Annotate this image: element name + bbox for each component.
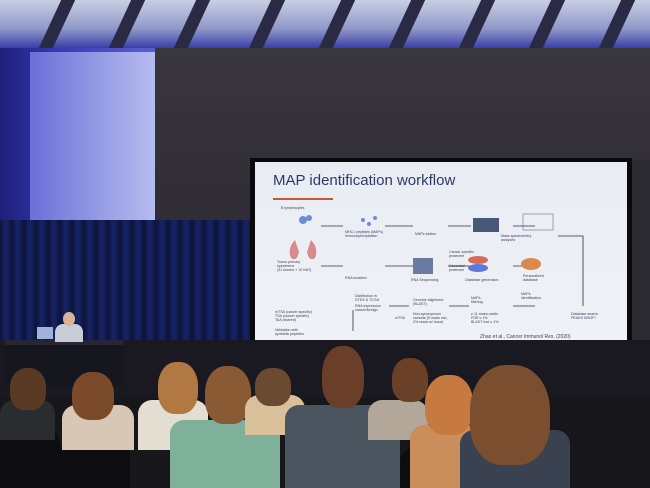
peptide-filter-label: ≥ 11 amino acids FDR ≤ 1% BLAST mut ≤ 1% — [471, 312, 499, 325]
rna-isolation-label: RNA isolation — [345, 276, 367, 280]
audience-member-head — [205, 366, 251, 424]
speaker-head — [63, 312, 75, 326]
tumor-specimens-label: Tumor primary specimens (31 tumors + 10 … — [277, 260, 312, 273]
distribution-label: Distribution in GTEX & TCGA — [355, 294, 380, 303]
mass-spec-label: Mass spectrometry analyses — [501, 234, 532, 243]
spectrum-chart — [522, 213, 554, 231]
speaker-body — [55, 324, 83, 342]
database-icon-1 — [468, 256, 488, 264]
b-lymphocytes-label: B lymphocytes — [281, 206, 305, 210]
mtsa-small-label: mTSA — [395, 316, 405, 320]
maps-identification-label: MAPs identification — [521, 292, 541, 301]
validation-label: Validation with synthetic peptides — [275, 328, 304, 337]
non-synonymous-label: Non-synonymous variants (5 reads min, 2%… — [413, 312, 448, 325]
audience-member-head — [392, 358, 428, 402]
maps-elution-label: MAPs elution — [415, 232, 437, 236]
audience-member-head — [255, 368, 291, 406]
database-search-label: Database search PEAKS MSGF+ — [571, 312, 599, 321]
wall-column — [30, 52, 158, 222]
personalized-db-label: Personalized database — [523, 274, 544, 283]
laptop — [37, 327, 53, 339]
ceiling — [0, 0, 650, 48]
podium-top — [5, 340, 123, 346]
slide-title: MAP identification workflow — [273, 172, 456, 189]
mhc-peptide-dot — [361, 218, 365, 222]
genome-alignment-label: Genome alignment (BLAST) — [413, 298, 444, 307]
workflow-diagram: B lymphocytes Tumor primary specimens (3… — [273, 206, 613, 356]
database-generation-label: Database generation — [465, 278, 499, 282]
personalized-db-icon — [521, 258, 541, 270]
audience-member-head — [72, 372, 114, 420]
database-icon-2 — [468, 264, 488, 272]
lungs-icon — [289, 240, 317, 260]
b-lymphocyte-cell — [306, 215, 312, 221]
audience-member-head — [158, 362, 198, 414]
audience-member-head — [470, 365, 550, 465]
mhc-peptide-dot — [367, 222, 371, 226]
rna-expression-label: RNA expression cancer/benign — [355, 304, 381, 313]
b-lymphocyte-cell — [299, 216, 307, 224]
mhc-peptides-label: MHC-I peptides (MAPs) Immunoprecipitatio… — [345, 230, 383, 239]
mhc-peptide-dot — [373, 216, 377, 220]
canonical-proteome-label: Canonical proteome — [449, 264, 465, 273]
projection-slide: MAP identification workflow — [255, 162, 627, 362]
workflow-arrows — [289, 213, 584, 331]
slide-title-rule — [273, 198, 333, 200]
audience-member-head — [10, 368, 46, 410]
audience-member-head — [322, 346, 364, 408]
rna-sequencing-label: RNA Sequencing — [411, 278, 439, 282]
arrow-9 — [558, 235, 584, 306]
maps-filtering-label: MAPs filtering — [471, 296, 483, 305]
cancer-proteome-label: Cancer-specific proteome — [449, 250, 474, 259]
mtsa-categories-label: mTSA (cancer specific) TSA (cancer speci… — [275, 310, 312, 323]
mass-spec-icon — [473, 218, 499, 232]
sequencer-icon — [413, 258, 433, 274]
audience-member-head — [425, 375, 473, 435]
